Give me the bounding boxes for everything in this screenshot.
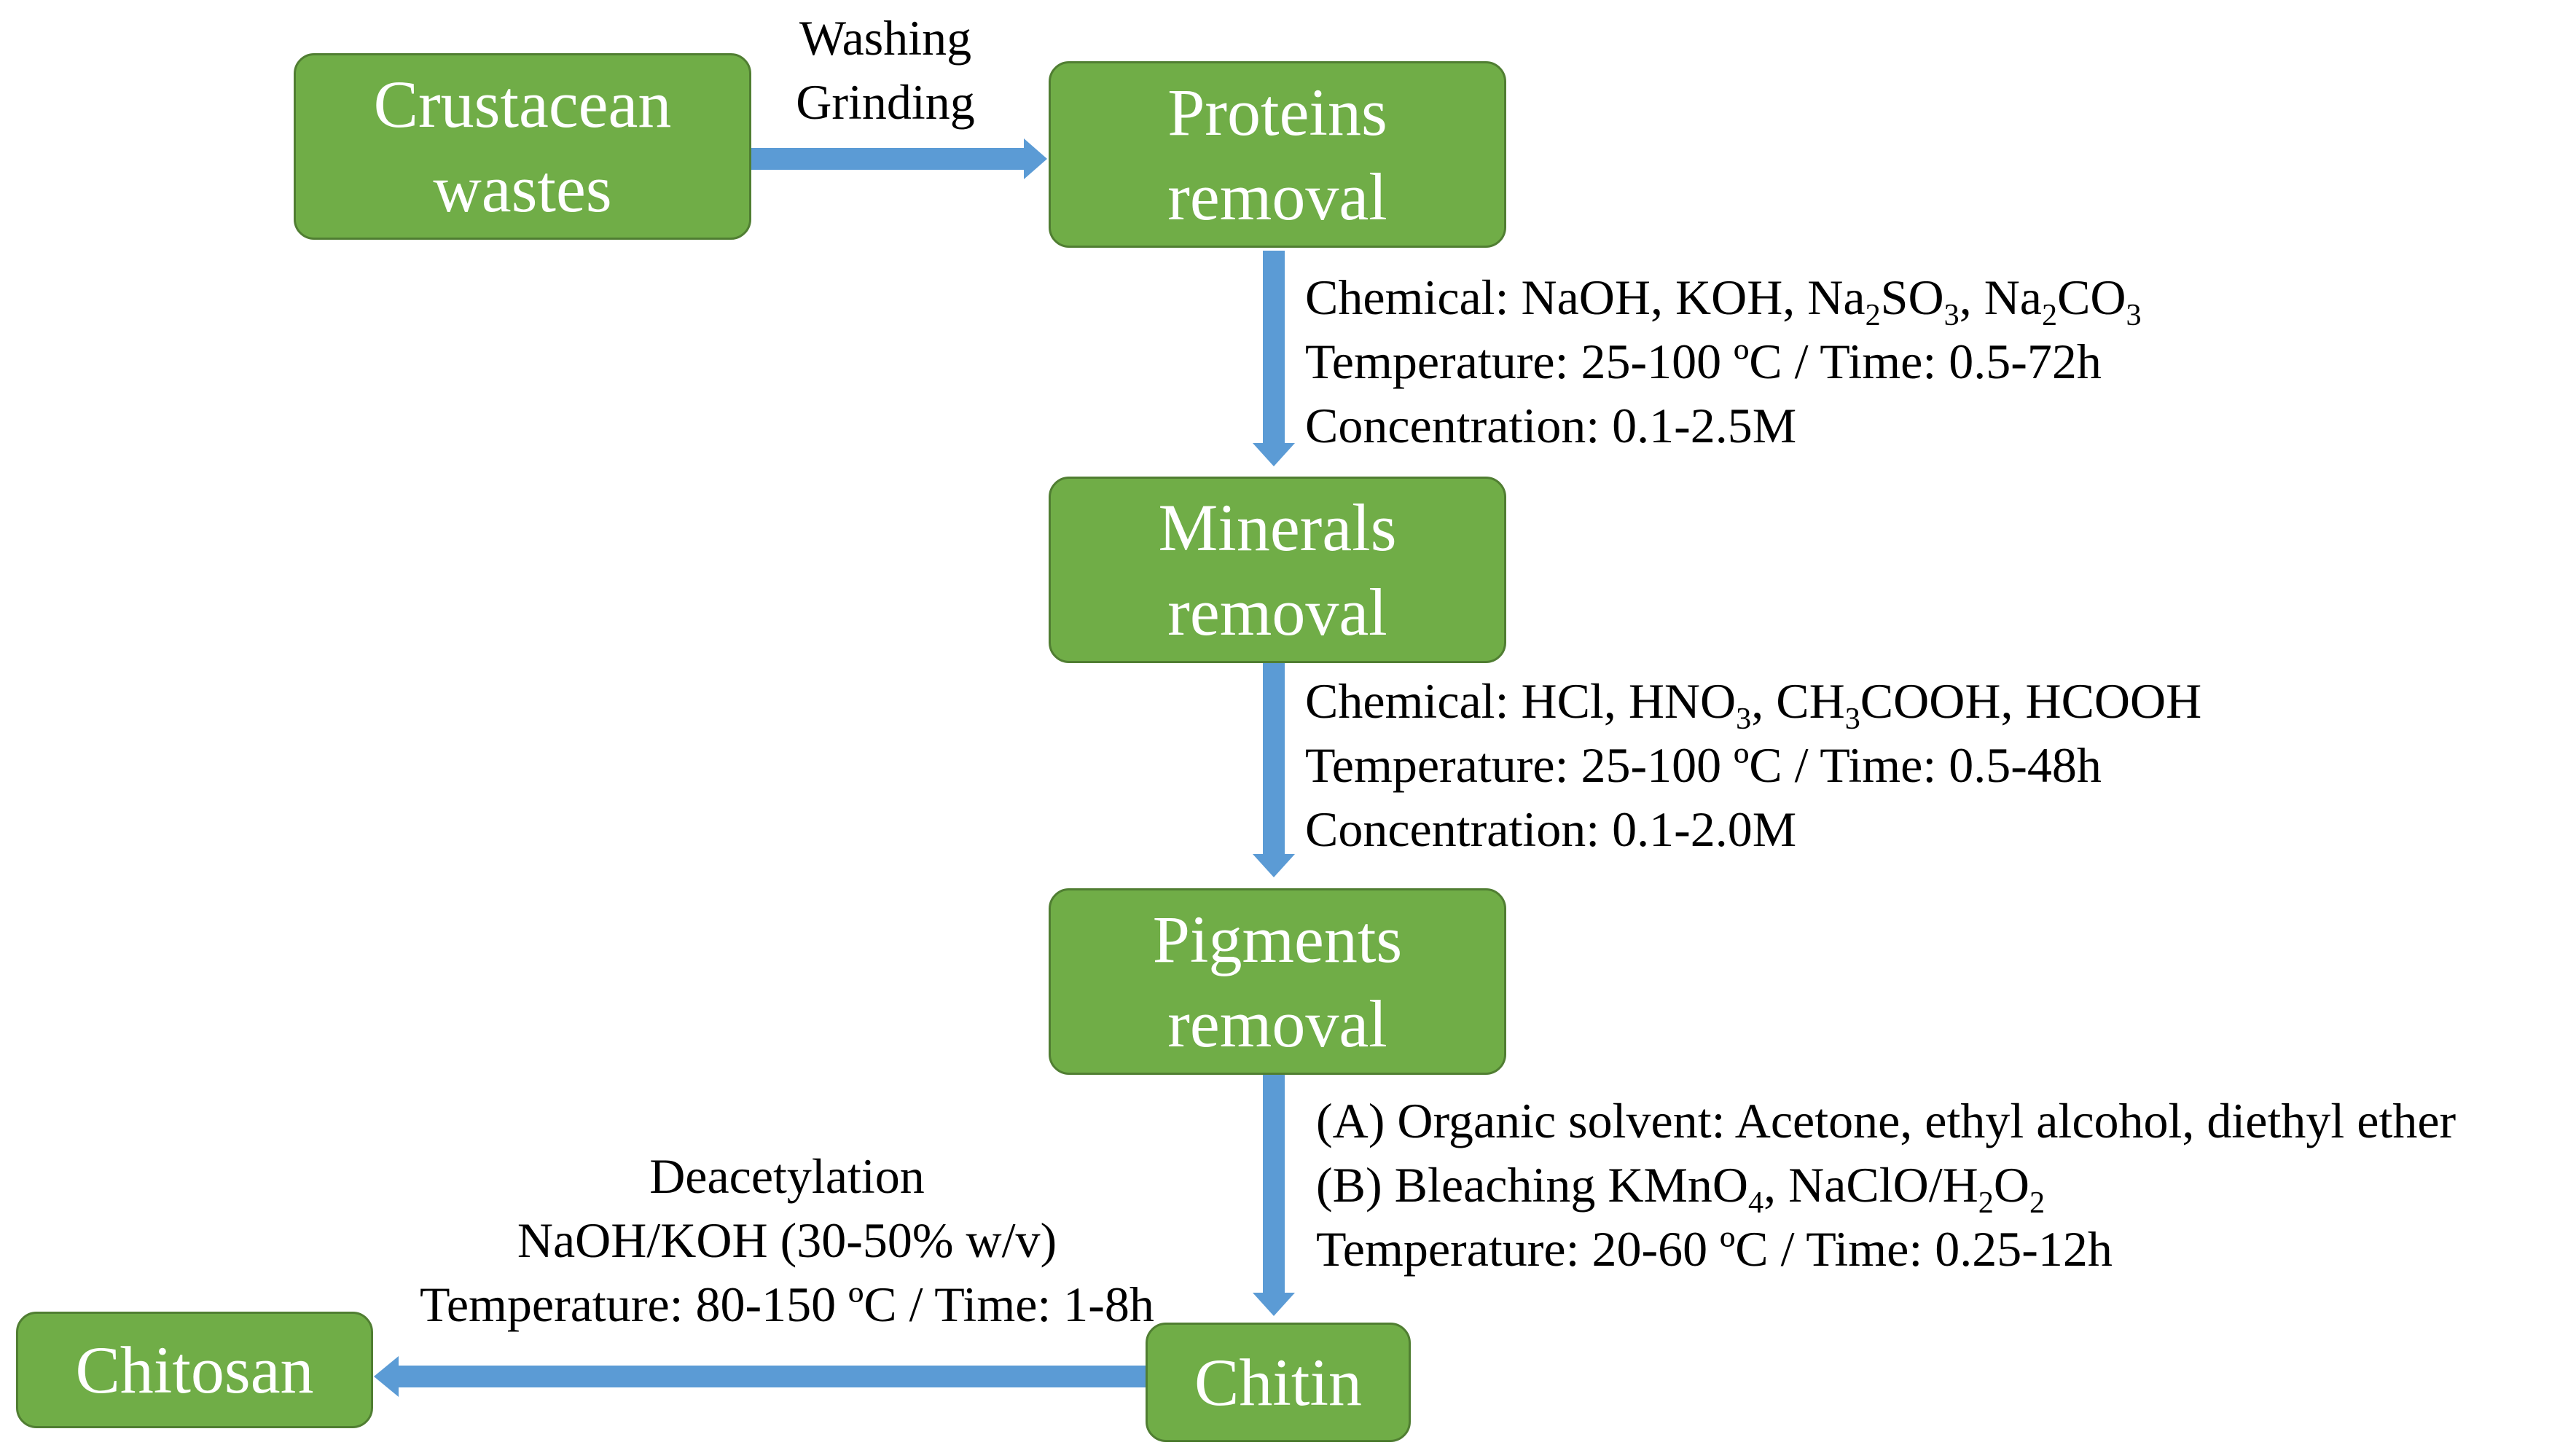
node-chitosan: Chitosan bbox=[16, 1312, 373, 1428]
minerals-removal-concentration: Concentration: 0.1-2.0M bbox=[1305, 802, 1797, 857]
node-chitin: Chitin bbox=[1146, 1323, 1411, 1442]
pigments-removal-option-a: (A) Organic solvent: Acetone, ethyl alco… bbox=[1316, 1093, 2456, 1148]
pigments-removal-option-b: (B) Bleaching KMnO4, NaClO/H2O2 bbox=[1316, 1157, 2045, 1220]
label-washing-grinding: Washing Grinding bbox=[772, 6, 998, 134]
node-crustacean-wastes: Crustacean wastes bbox=[294, 53, 751, 240]
arrow-wastes-to-proteins bbox=[751, 138, 1047, 179]
node-proteins-removal-line2: removal bbox=[1167, 160, 1387, 234]
proteins-removal-temperature-time: Temperature: 25-100 ºC / Time: 0.5-72h bbox=[1305, 334, 2102, 389]
deacetylation-title: Deacetylation bbox=[649, 1148, 925, 1204]
arrow-minerals-to-pigments bbox=[1253, 662, 1295, 877]
label-pigments-removal-conditions: (A) Organic solvent: Acetone, ethyl alco… bbox=[1316, 1089, 2456, 1281]
proteins-removal-concentration: Concentration: 0.1-2.5M bbox=[1305, 398, 1797, 453]
node-proteins-removal-line1: Proteins bbox=[1167, 75, 1387, 149]
node-crustacean-wastes-line1: Crustacean bbox=[373, 67, 672, 141]
label-deacetylation-conditions: Deacetylation NaOH/KOH (30-50% w/v) Temp… bbox=[350, 1144, 1224, 1336]
node-chitin-label: Chitin bbox=[1194, 1345, 1363, 1419]
node-proteins-removal: Proteins removal bbox=[1049, 61, 1506, 248]
node-minerals-removal-line2: removal bbox=[1167, 575, 1387, 649]
arrow-proteins-to-minerals bbox=[1253, 251, 1295, 466]
node-minerals-removal: Minerals removal bbox=[1049, 477, 1506, 663]
node-chitosan-label: Chitosan bbox=[75, 1333, 314, 1407]
node-minerals-removal-line1: Minerals bbox=[1158, 490, 1397, 565]
deacetylation-temperature-time: Temperature: 80-150 ºC / Time: 1-8h bbox=[420, 1277, 1154, 1332]
label-washing: Washing bbox=[799, 10, 972, 66]
pigments-removal-temperature-time: Temperature: 20-60 ºC / Time: 0.25-12h bbox=[1316, 1221, 2113, 1277]
arrow-pigments-to-chitin bbox=[1253, 1074, 1295, 1316]
arrow-chitin-to-chitosan bbox=[374, 1356, 1146, 1397]
proteins-removal-chemicals: Chemical: NaOH, KOH, Na2SO3, Na2CO3 bbox=[1305, 270, 2142, 332]
label-proteins-removal-conditions: Chemical: NaOH, KOH, Na2SO3, Na2CO3 Temp… bbox=[1305, 265, 2142, 458]
minerals-removal-temperature-time: Temperature: 25-100 ºC / Time: 0.5-48h bbox=[1305, 737, 2102, 793]
node-crustacean-wastes-line2: wastes bbox=[433, 152, 612, 226]
label-minerals-removal-conditions: Chemical: HCl, HNO3, CH3COOH, HCOOH Temp… bbox=[1305, 669, 2201, 861]
deacetylation-reagent: NaOH/KOH (30-50% w/v) bbox=[517, 1213, 1057, 1268]
minerals-removal-chemicals: Chemical: HCl, HNO3, CH3COOH, HCOOH bbox=[1305, 673, 2202, 736]
node-pigments-removal-line2: removal bbox=[1167, 987, 1387, 1061]
node-pigments-removal: Pigments removal bbox=[1049, 888, 1506, 1075]
label-grinding: Grinding bbox=[796, 74, 975, 130]
node-pigments-removal-line1: Pigments bbox=[1152, 902, 1403, 976]
